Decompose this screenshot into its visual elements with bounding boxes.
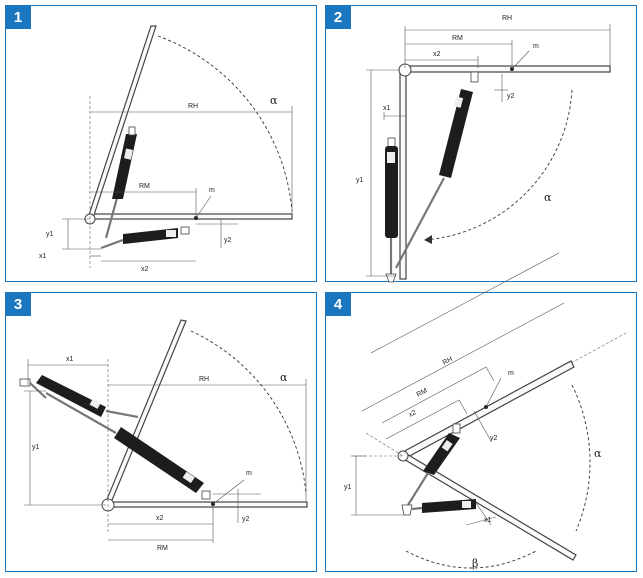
gas-strut-upper xyxy=(104,126,137,239)
rm-label: RM xyxy=(139,183,150,190)
x2-label: x2 xyxy=(433,51,441,58)
panel-1: 1 xyxy=(5,5,317,282)
alpha-label: α xyxy=(544,191,552,204)
lid-bar xyxy=(405,65,611,73)
x2-label: x2 xyxy=(408,409,418,419)
y2-label: y2 xyxy=(490,435,498,442)
panel-3: 3 xyxy=(5,292,317,572)
rh-label: RH xyxy=(502,15,512,22)
gas-strut-diagonal xyxy=(395,71,479,269)
m-label: m xyxy=(533,43,539,50)
frame-bar xyxy=(108,501,308,508)
x1-label: x1 xyxy=(484,517,492,524)
x2-label: x2 xyxy=(156,515,164,522)
hinge-pivot xyxy=(397,450,409,462)
y2-label: y2 xyxy=(507,93,515,100)
y1-label: y1 xyxy=(356,177,364,184)
panel-number-badge: 4 xyxy=(325,292,351,316)
y1-label: y1 xyxy=(46,231,54,238)
y1-label: y1 xyxy=(344,484,352,491)
panel-2: 2 xyxy=(325,5,637,283)
gas-strut-lower xyxy=(100,226,190,250)
opening-arc xyxy=(423,89,573,241)
gas-strut-lower xyxy=(45,392,211,500)
alpha-label: α xyxy=(594,447,602,460)
m-label: m xyxy=(508,370,514,377)
opening-arc xyxy=(157,35,293,212)
panel-number-badge: 3 xyxy=(5,292,31,316)
lid-bar xyxy=(400,360,575,460)
x2-label: x2 xyxy=(141,266,149,273)
gas-strut-upper xyxy=(401,423,461,516)
rh-label: RH xyxy=(188,103,198,110)
rh-label: RH xyxy=(442,356,454,367)
x1-label: x1 xyxy=(39,253,47,260)
opening-arc-beta xyxy=(405,550,537,569)
gas-strut-lower xyxy=(411,499,476,513)
m-label: m xyxy=(209,187,215,194)
panel-number-badge: 2 xyxy=(325,5,351,29)
rm-label: RM xyxy=(157,545,168,552)
panel-number-badge: 1 xyxy=(5,5,31,29)
rm-label: RM xyxy=(416,387,429,398)
x1-label: x1 xyxy=(383,105,391,112)
y2-label: y2 xyxy=(242,516,250,523)
gas-strut-left xyxy=(385,137,398,283)
rm-label: RM xyxy=(452,35,463,42)
y1-label: y1 xyxy=(32,444,40,451)
diagram-4: RH RM x2 m y2 y1 x1 α β xyxy=(344,252,627,570)
beta-label: β xyxy=(472,557,478,570)
opening-arc xyxy=(190,330,307,494)
diagram-1: RH RM m y1 x1 x2 y2 α xyxy=(39,25,293,273)
opening-arc-alpha xyxy=(571,384,591,532)
alpha-label: α xyxy=(280,371,288,384)
frame-bar xyxy=(91,213,293,220)
panel-4: 4 xyxy=(325,252,637,572)
m-label: m xyxy=(246,470,252,477)
y2-label: y2 xyxy=(224,237,232,244)
frame-bar xyxy=(399,68,407,280)
diagram-3: x1 RH y1 x2 RM m y2 α xyxy=(19,319,308,552)
rh-label: RH xyxy=(199,376,209,383)
gas-strut-upper xyxy=(19,375,139,419)
diagram-2: RH RM x2 m y2 x1 y1 α xyxy=(356,15,611,283)
alpha-label: α xyxy=(270,94,278,107)
x1-label: x1 xyxy=(66,356,74,363)
